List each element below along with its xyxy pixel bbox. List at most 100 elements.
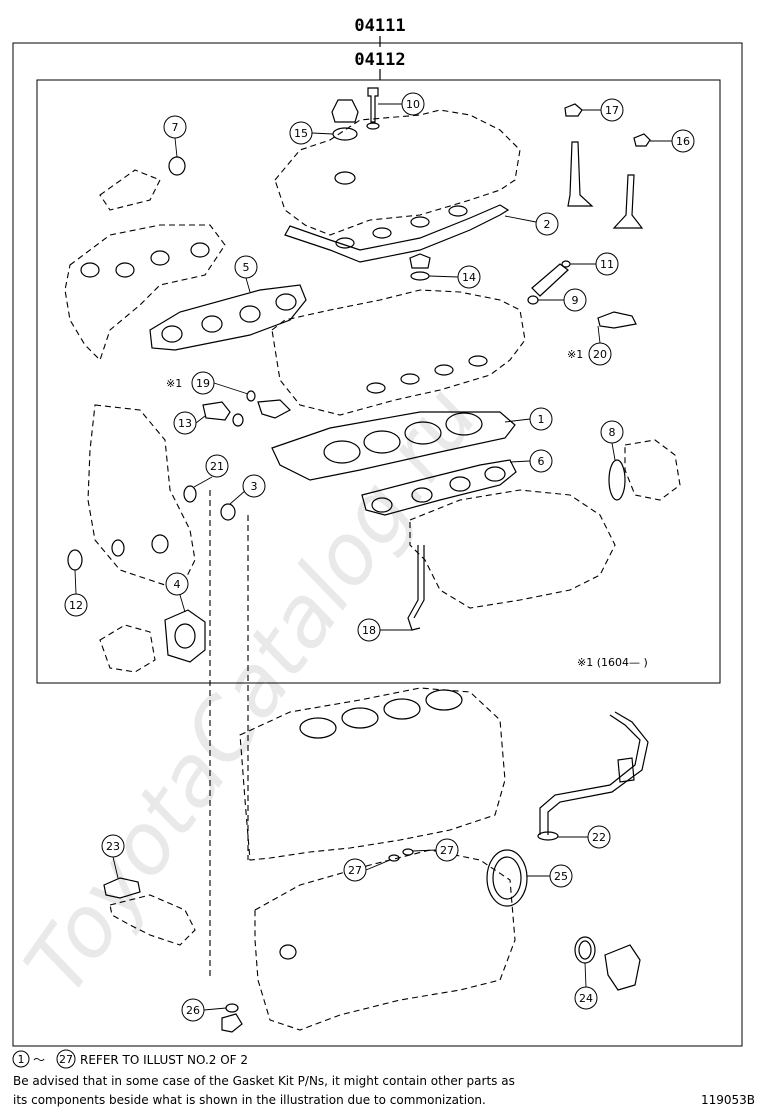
cylinder-block-outline [239,687,506,861]
exhaust-gasket-ports [161,293,297,343]
callout-27-right[interactable] [435,838,459,862]
callout-19[interactable] [191,371,215,395]
valve-seal-17 [564,103,583,117]
date-range-note: ※1 (1604— ) [577,656,648,669]
manifold-port-holes [80,242,210,278]
callout-12[interactable] [64,593,88,617]
footer-range-start: 1 [18,1053,25,1066]
oil-pipe [539,714,641,835]
callout-24[interactable] [574,986,598,1010]
ocv-gasket [232,413,244,427]
footer-range-start-bubble [12,1050,30,1068]
callout-13[interactable] [173,411,197,435]
callout-19-label: 19 [196,377,210,390]
oil-pan-outline [254,849,516,1031]
temperature-sensor [597,311,637,329]
fuel-injector [531,263,569,297]
callout-15[interactable] [289,121,313,145]
callout-12-label: 12 [69,599,83,612]
callout-4-label: 4 [174,578,181,591]
callout-1[interactable] [529,407,553,431]
callout-21[interactable] [205,454,229,478]
cover-hole-lower [111,539,125,557]
cover-oil-cap-seat [334,171,356,185]
callout-8[interactable] [600,420,624,444]
rear-oil-seal [486,849,528,907]
injector-seal [527,295,539,305]
injector-o-ring [561,260,571,268]
footer-note-line-2: its components beside what is shown in t… [13,1093,486,1107]
water-pump-gasket-bore [174,623,196,649]
callout-16[interactable] [671,129,695,153]
callout-bubbles: 1 2 3 4 5 6 7 8 9 10 [64,92,695,1022]
drain-plug-gasket [225,1003,239,1013]
cylinder-head-gasket [271,411,516,481]
crankshaft-front-seal [67,549,83,571]
plug-gasket [410,271,430,281]
callout-5[interactable] [234,255,258,279]
callout-26[interactable] [181,998,205,1022]
cover-bolt [367,87,379,123]
callout-11[interactable] [595,252,619,276]
head-plug [409,253,431,269]
oil-pipe-fitting [617,757,635,783]
spark-plug-tube-gaskets [335,205,468,249]
drain-plug [221,1013,243,1033]
footer-range-end: 27 [59,1053,73,1066]
o-ring-19 [246,390,256,402]
oil-pan-boss [279,944,297,960]
exhaust-manifold-outline [64,224,226,362]
callout-7[interactable] [163,115,187,139]
callout-20[interactable] [588,342,612,366]
callout-1-label: 1 [538,413,545,426]
callout-17[interactable] [600,98,624,122]
footer-note-line-1: Be advised that in some case of the Gask… [13,1074,515,1088]
rear-oil-seal-inner [492,856,522,900]
callout-14[interactable] [457,265,481,289]
footer-range-end-bubble [56,1049,76,1069]
kit-number-04111[interactable]: 04111 [354,16,405,36]
exhaust-manifold-gasket [149,284,307,351]
valve-stem-right [612,174,644,229]
cover-bolt-seal [366,122,380,130]
callout-22-label: 22 [592,831,606,844]
callout-26-label: 26 [186,1004,200,1017]
water-pump-outline [99,624,156,673]
oil-filler-cap [331,99,359,123]
intake-manifold-gasket [361,459,517,516]
head-cover-outline [274,109,521,236]
footer-range-tilde: ～ [33,1053,45,1067]
head-gasket-bores [323,412,483,464]
callout-18[interactable] [357,618,381,642]
oil-pipe-gasket [537,831,559,841]
callout-4[interactable] [165,572,189,596]
callout-10[interactable] [401,92,425,116]
callout-7-label: 7 [172,121,179,134]
callout-3-label: 3 [251,480,258,493]
callout-2-label: 2 [544,218,551,231]
kit-number-04112[interactable]: 04112 [354,50,405,70]
water-inlet-gasket [103,877,141,899]
oil-control-valve [202,401,231,421]
pcv-hose [407,545,421,631]
filler-cap-gasket [332,127,358,141]
callout-20-label: 20 [593,348,607,361]
block-bores [299,689,463,739]
callout-9[interactable] [563,288,587,312]
callout-25[interactable] [549,864,573,888]
footer-refer-text: REFER TO ILLUST NO.2 OF 2 [80,1053,248,1067]
throttle-gasket [608,459,626,501]
o-ring-27-right [402,848,414,856]
callout-2[interactable] [535,212,559,236]
o-ring-3 [220,503,236,521]
inner-kit-frame [36,79,721,684]
callout-6[interactable] [529,449,553,473]
callout-9-label: 9 [572,294,579,307]
callout-21-label: 21 [210,460,224,473]
callout-14-label: 14 [462,271,476,284]
callout-23[interactable] [101,834,125,858]
callout-27-left[interactable] [343,858,367,882]
callout-3[interactable] [242,474,266,498]
callout-11-label: 11 [600,258,614,271]
callout-22[interactable] [587,825,611,849]
